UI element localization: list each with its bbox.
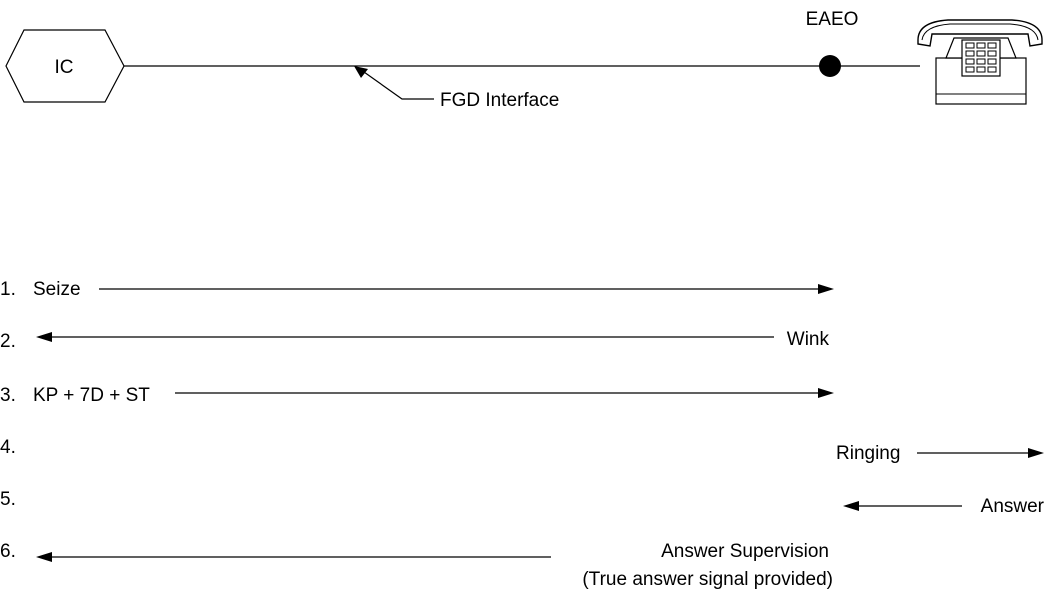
step-label: KP + 7D + ST	[33, 385, 150, 406]
telephone-icon	[917, 19, 1043, 105]
step-label: Answer	[981, 496, 1045, 517]
step-number: 3.	[0, 385, 16, 406]
step-label: Ringing	[836, 443, 900, 464]
eaeo-label: EAEO	[806, 9, 859, 30]
step-4: 4. Ringing	[0, 437, 1044, 464]
step-arrowhead	[36, 332, 52, 342]
step-5: 5. Answer	[0, 489, 1045, 517]
step-number: 1.	[0, 279, 16, 300]
step-arrowhead	[36, 552, 52, 562]
step-note: (True answer signal provided)	[582, 569, 833, 590]
step-arrowhead	[843, 501, 859, 511]
interface-pointer-arrowhead	[354, 66, 368, 78]
step-2: 2. Wink	[0, 329, 829, 352]
interface-pointer-line	[363, 71, 434, 100]
step-arrowhead	[1028, 448, 1044, 458]
step-3: 3. KP + 7D + ST	[0, 385, 834, 406]
step-number: 2.	[0, 331, 16, 352]
step-arrowhead	[818, 284, 834, 294]
step-label: Answer Supervision	[661, 541, 829, 562]
eaeo-dot	[819, 55, 841, 77]
step-6: 6. Answer Supervision (True answer signa…	[0, 541, 833, 590]
step-1: 1. Seize	[0, 279, 834, 300]
ic-label: IC	[55, 57, 74, 78]
step-label: Wink	[787, 329, 830, 350]
step-number: 5.	[0, 489, 16, 510]
interface-label: FGD Interface	[440, 90, 559, 111]
step-arrowhead	[818, 388, 834, 398]
interface-section: IC EAEO FGD Interface	[5, 9, 1043, 111]
step-number: 4.	[0, 437, 16, 458]
step-label: Seize	[33, 279, 81, 300]
step-number: 6.	[0, 541, 16, 562]
steps-section: 1. Seize 2. Wink 3. KP + 7D + ST 4. Ring…	[0, 279, 1045, 590]
